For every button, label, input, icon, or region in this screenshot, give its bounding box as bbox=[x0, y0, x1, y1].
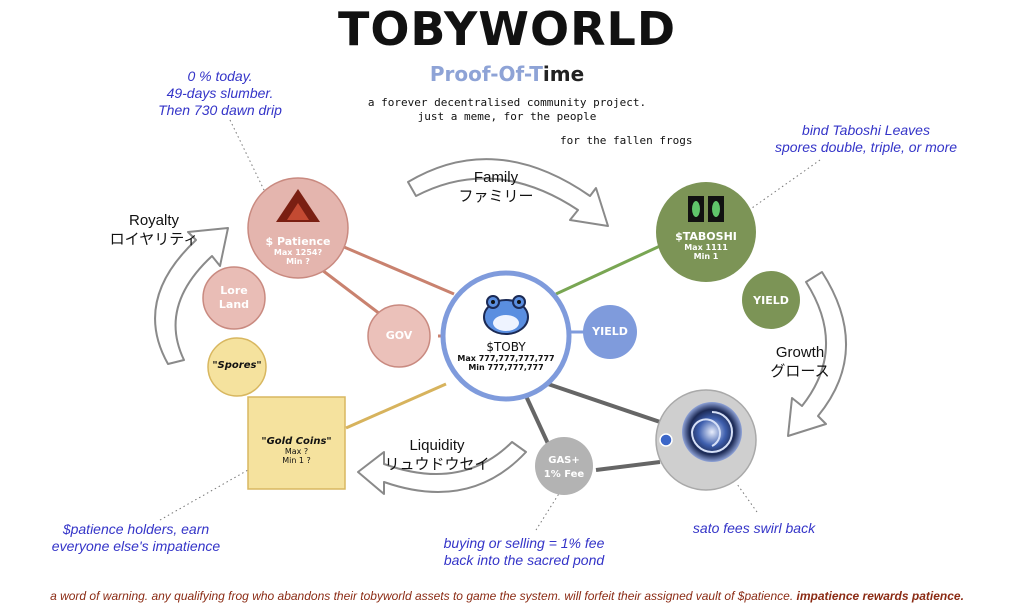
gold-coins-text: "Gold Coins" Max ? Min 1 ? bbox=[248, 436, 345, 465]
yield-taboshi-node bbox=[742, 271, 800, 329]
taboshi-node-text: $TABOSHI Max 1111 Min 1 bbox=[656, 230, 756, 261]
fee-note-line-1: buying or selling = 1% fee bbox=[443, 535, 605, 551]
gold-coins-max: Max ? bbox=[284, 447, 309, 456]
link-taboshi-toby bbox=[555, 244, 661, 296]
family-arrow bbox=[407, 158, 609, 227]
gas-node bbox=[535, 437, 593, 495]
taboshi-note: bind Taboshi Leaves spores double, tripl… bbox=[746, 122, 986, 156]
patience-note-line-3: Then 730 dawn drip bbox=[158, 102, 282, 118]
growth-label-jp: グロース bbox=[770, 363, 830, 380]
liquidity-label-jp: リュウドウセイ bbox=[384, 456, 490, 473]
royalty-label: Royalty ロイヤリティ bbox=[94, 211, 214, 249]
growth-label: Growth グロース bbox=[748, 343, 852, 381]
patience-holders-line-2: everyone else's impatience bbox=[51, 538, 221, 554]
gold-coins-node bbox=[247, 396, 346, 490]
leader-line-sato bbox=[736, 483, 758, 513]
leader-line-gas bbox=[535, 491, 561, 531]
yield-taboshi-label: YIELD bbox=[753, 294, 789, 307]
toby-name: $TOBY bbox=[486, 340, 526, 354]
gov-label: GOV bbox=[385, 329, 413, 342]
sato-note: sato fees swirl back bbox=[692, 520, 816, 536]
growth-label-en: Growth bbox=[775, 344, 825, 361]
patience-holders-note: $patience holders, earn everyone else's … bbox=[30, 521, 242, 555]
liquidity-label-en: Liquidity bbox=[409, 437, 465, 454]
link-patience-toby bbox=[343, 245, 455, 296]
link-toby-gold bbox=[345, 382, 447, 430]
patience-node bbox=[247, 177, 349, 279]
toby-min: Min 777,777,777 bbox=[468, 363, 544, 372]
fee-note: buying or selling = 1% fee back into the… bbox=[424, 535, 624, 569]
gas-node-text: GAS+ 1% Fee bbox=[534, 454, 594, 482]
leader-line-taboshi bbox=[751, 159, 821, 209]
gas-fee-label: 1% Fee bbox=[543, 469, 585, 480]
liquidity-arrow bbox=[357, 441, 527, 495]
patience-min: Min ? bbox=[286, 257, 310, 266]
patience-note: 0 % today. 49-days slumber. Then 730 daw… bbox=[140, 68, 300, 119]
page-title: TOBYWORLD bbox=[337, 2, 677, 56]
tagline-line-2: just a meme, for the people bbox=[417, 110, 597, 123]
subtitle-tail: ime bbox=[542, 62, 585, 86]
patience-logo bbox=[276, 189, 320, 222]
link-toby-gas bbox=[524, 395, 552, 449]
lore-label: Lore bbox=[220, 284, 248, 297]
leader-line-gold bbox=[159, 469, 249, 521]
toby-max: Max 777,777,777,777 bbox=[457, 354, 555, 363]
subtitle-main: Proof-Of-T bbox=[429, 62, 543, 86]
patience-holders-line-1: $patience holders, earn bbox=[62, 521, 210, 537]
taboshi-leaf-icon bbox=[688, 196, 724, 222]
patience-name: $ Patience bbox=[265, 235, 331, 248]
warning-text: a word of warning. any qualifying frog w… bbox=[50, 589, 794, 603]
gas-label: GAS+ bbox=[548, 455, 580, 466]
toby-node bbox=[440, 270, 572, 402]
warning-bold: impatience rewards patience. bbox=[796, 589, 964, 603]
swirl-icon bbox=[659, 402, 742, 462]
taboshi-name: $TABOSHI bbox=[675, 230, 737, 243]
taboshi-max: Max 1111 bbox=[684, 243, 728, 252]
spores-label: "Spores" bbox=[212, 360, 262, 371]
subtitle: Proof-Of-Time bbox=[0, 62, 1014, 86]
growth-arrow bbox=[787, 271, 847, 437]
link-toby-swirl bbox=[547, 382, 667, 426]
fallen-frogs-note: for the fallen frogs bbox=[560, 134, 693, 147]
royalty-arrow bbox=[154, 227, 229, 365]
toby-node-text: $TOBY Max 777,777,777,777 Min 777,777,77… bbox=[446, 340, 566, 372]
family-label-en: Family bbox=[473, 169, 519, 186]
spores-node bbox=[207, 337, 267, 397]
link-patience-gov bbox=[321, 268, 381, 316]
lore-land-text: Lore Land bbox=[204, 284, 264, 312]
toby-frog-icon bbox=[483, 295, 529, 335]
gov-node bbox=[367, 304, 431, 368]
taboshi-node bbox=[656, 182, 756, 282]
family-label-jp: ファミリー bbox=[458, 188, 534, 205]
taboshi-note-line-1: bind Taboshi Leaves bbox=[802, 122, 930, 138]
family-label: Family ファミリー bbox=[440, 168, 552, 206]
patience-max: Max 1254? bbox=[273, 248, 323, 257]
yield-center-node bbox=[583, 305, 637, 359]
liquidity-label: Liquidity リュウドウセイ bbox=[372, 436, 502, 474]
royalty-label-en: Royalty bbox=[128, 212, 180, 229]
patience-note-line-2: 49-days slumber. bbox=[166, 85, 274, 101]
patience-note-line-1: 0 % today. bbox=[187, 68, 253, 84]
fee-note-line-2: back into the sacred pond bbox=[443, 552, 605, 568]
gold-coins-min: Min 1 ? bbox=[282, 456, 311, 465]
land-label: Land bbox=[218, 298, 250, 311]
link-gas-swirl bbox=[595, 460, 661, 472]
patience-node-text: $ Patience Max 1254? Min ? bbox=[248, 235, 348, 266]
yield-center-label: YIELD bbox=[592, 325, 628, 338]
tagline-line-1: a forever decentralised community projec… bbox=[367, 96, 647, 109]
taboshi-note-line-2: spores double, triple, or more bbox=[774, 139, 958, 155]
lore-land-node bbox=[202, 266, 266, 330]
footer-warning: a word of warning. any qualifying frog w… bbox=[0, 589, 1014, 603]
leader-line-patience bbox=[229, 119, 266, 193]
taboshi-min: Min 1 bbox=[693, 252, 719, 261]
royalty-label-jp: ロイヤリティ bbox=[109, 231, 199, 248]
gold-coins-name: "Gold Coins" bbox=[261, 436, 332, 447]
